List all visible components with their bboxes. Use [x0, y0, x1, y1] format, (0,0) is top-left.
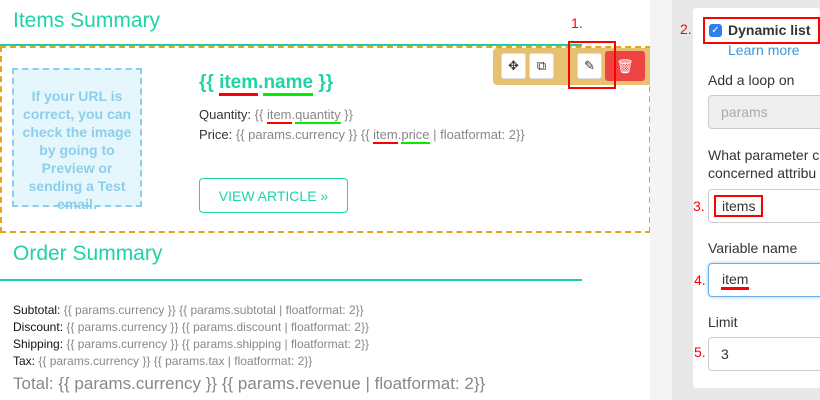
duplicate-icon[interactable]: ⧉ — [529, 53, 554, 79]
view-article-button[interactable]: VIEW ARTICLE » — [199, 178, 348, 213]
dynamic-list-checkbox[interactable]: ✓ — [709, 24, 722, 37]
loop-input[interactable]: params — [708, 95, 820, 129]
quantity-line: Quantity: {{ item.quantity }} — [199, 107, 353, 124]
move-icon[interactable]: ✥ — [501, 53, 526, 79]
param-label-line1: What parameter c — [708, 147, 820, 163]
items-summary-title: Items Summary — [13, 9, 161, 32]
order-total: Total: {{ params.currency }} {{ params.r… — [13, 374, 486, 393]
loop-label: Add a loop on — [708, 72, 795, 88]
trash-icon[interactable]: 🗑 — [605, 51, 645, 81]
param-value: items — [714, 195, 764, 217]
limit-input[interactable]: 3 — [708, 337, 820, 371]
order-line-shipping: Shipping: {{ params.currency }} {{ param… — [13, 337, 370, 351]
annotation-5: 5. — [694, 344, 706, 360]
order-line-subtotal: Subtotal: {{ params.currency }} {{ param… — [13, 303, 364, 317]
param-input[interactable]: items — [708, 189, 820, 223]
order-divider — [0, 279, 582, 281]
limit-label: Limit — [708, 314, 738, 330]
dynamic-list-label: Dynamic list — [728, 22, 811, 38]
title-divider — [0, 44, 582, 46]
image-placeholder[interactable]: If your URL is correct, you can check th… — [12, 68, 142, 212]
annotation-4: 4. — [694, 272, 706, 288]
learn-more-link[interactable]: Learn more — [728, 42, 800, 58]
variable-name-label: Variable name — [708, 240, 798, 256]
variable-name-input[interactable]: item — [708, 263, 820, 297]
order-line-tax: Tax: {{ params.currency }} {{ params.tax… — [13, 354, 313, 368]
item-name-heading: {{ item.name }} — [199, 72, 333, 96]
scroll-gutter — [650, 0, 672, 400]
edit-highlight — [568, 41, 616, 89]
order-summary-title: Order Summary — [13, 242, 163, 265]
annotation-3: 3. — [693, 198, 705, 214]
annotation-2: 2. — [680, 21, 692, 37]
dynamic-list-highlight — [703, 17, 820, 44]
variable-name-value: item — [721, 271, 750, 290]
pencil-icon[interactable]: ✎ — [577, 53, 602, 79]
price-line: Price: {{ params.currency }} {{ item.pri… — [199, 127, 525, 144]
annotation-1: 1. — [571, 15, 583, 31]
order-line-discount: Discount: {{ params.currency }} {{ param… — [13, 320, 369, 334]
param-label-line2: concerned attribu — [708, 165, 817, 181]
